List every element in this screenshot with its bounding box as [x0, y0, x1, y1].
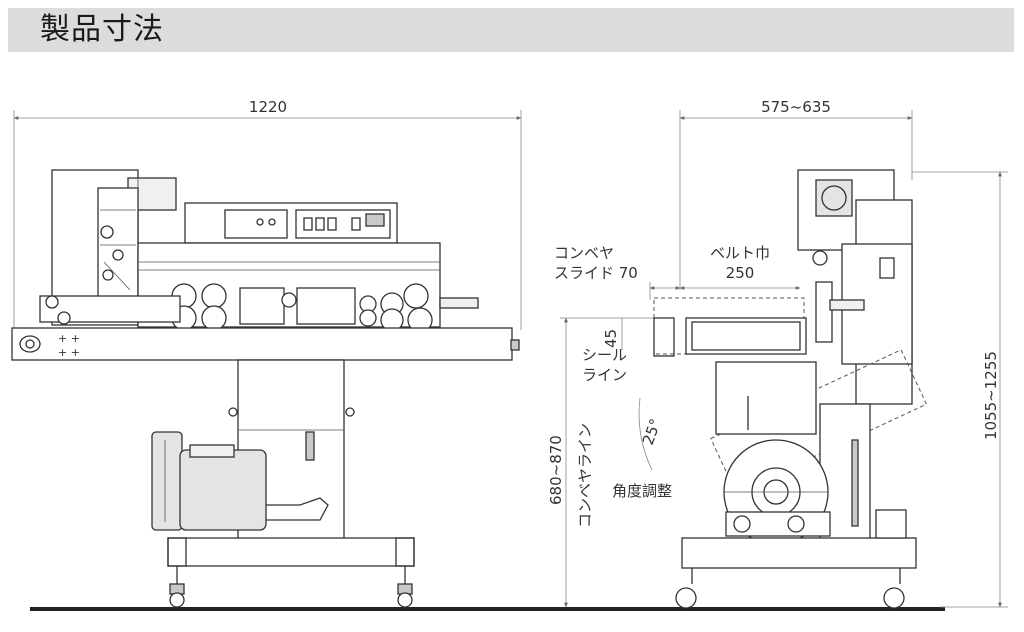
conveyor-line-label: コンベヤライン [576, 423, 594, 528]
seal-line-label-2: ライン [582, 366, 627, 384]
conveyor-slide-label-1: コンベヤ [554, 244, 614, 262]
control-panel [184, 202, 398, 244]
side-caster-left [675, 587, 697, 609]
caster-right [397, 592, 413, 608]
side-base [681, 537, 917, 569]
seal-offset-label: 45 [602, 329, 620, 348]
front-view: 1220 [11, 98, 522, 608]
page-title: 製品寸法 [40, 12, 164, 47]
blower [151, 431, 183, 531]
width-dimension-label: 1220 [249, 98, 287, 116]
belt-width-value: 250 [726, 264, 755, 282]
svg-text:+ +: + + [58, 332, 80, 345]
header-bar [8, 8, 1014, 52]
angle-adjust-label: 角度調整 [612, 482, 672, 500]
belt-width-label: ベルト巾 [710, 244, 770, 262]
conveyor-height-label: 680~870 [547, 435, 565, 505]
side-view: 575~635 1055~1255 680~870 コンベヤライン コンベヤ ス… [547, 98, 1008, 609]
side-caster-right [883, 587, 905, 609]
lift-block [715, 361, 817, 435]
caster-left [169, 592, 185, 608]
total-height-label: 1055~1255 [982, 351, 1000, 440]
conveyor-bed [11, 327, 513, 361]
side-conveyor [685, 317, 807, 355]
base-frame [167, 537, 415, 567]
angle-arc [638, 397, 653, 471]
depth-dimension-label: 575~635 [761, 98, 831, 116]
seal-line-label-1: シール [582, 346, 627, 364]
svg-text:+ +: + + [58, 346, 80, 359]
conveyor-slide-label-2: スライド 70 [554, 264, 638, 282]
angle-value: 25° [639, 416, 665, 447]
